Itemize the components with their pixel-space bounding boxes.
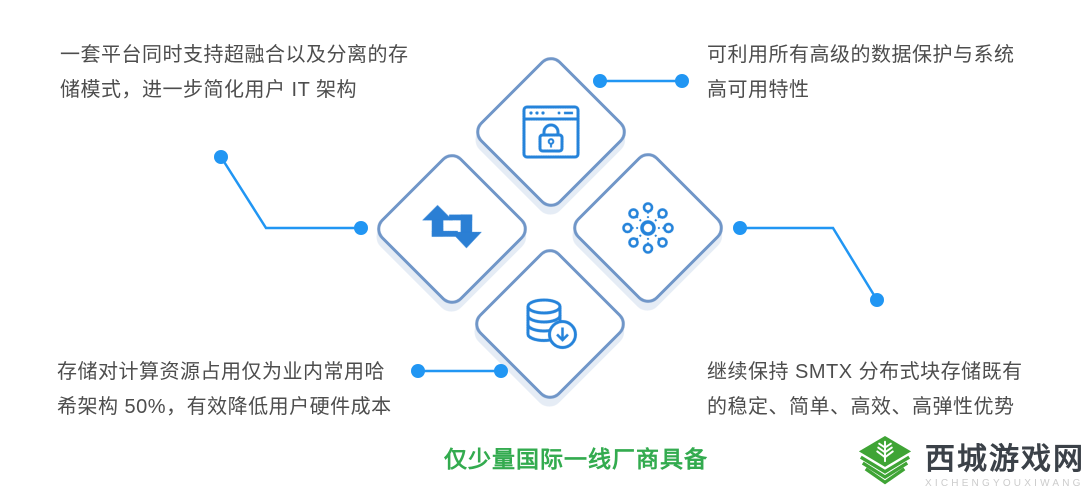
repeat-arrows-icon	[420, 204, 484, 254]
callout-line: 高可用特性	[707, 79, 810, 101]
diamond-node-unified-platform	[371, 148, 533, 310]
diamond-node-data-protection	[470, 51, 632, 213]
secure-browser-lock-icon	[522, 105, 580, 159]
callout-line: 希架构 50%，有效降低用户硬件成本	[57, 396, 392, 418]
callout-line: 存储对计算资源占用仅为业内常用哈	[57, 361, 385, 383]
callout-top-left: 一套平台同时支持超融合以及分离的存 储模式，进一步简化用户 IT 架构	[60, 38, 409, 108]
footer-title: 仅少量国际一线厂商具备	[444, 446, 708, 472]
wheat-diamond-logo	[853, 435, 917, 498]
callout-top-right: 可利用所有高级的数据保护与系统 高可用特性	[707, 38, 1015, 108]
watermark-site-pinyin: XICHENGYOUXIWANG	[925, 477, 1084, 489]
site-watermark: 西城游戏网 XICHENGYOUXIWANG	[853, 435, 1085, 498]
callout-bottom-left: 存储对计算资源占用仅为业内常用哈 希架构 50%，有效降低用户硬件成本	[57, 355, 392, 425]
callout-bottom-right: 继续保持 SMTX 分布式块存储既有 的稳定、简单、高效、高弹性优势	[707, 355, 1023, 425]
callout-line: 的稳定、简单、高效、高弹性优势	[707, 396, 1015, 418]
callout-line: 一套平台同时支持超融合以及分离的存	[60, 44, 409, 66]
callout-line: 储模式，进一步简化用户 IT 架构	[60, 79, 358, 101]
diamond-node-storage-efficiency	[469, 243, 631, 405]
distributed-network-icon	[621, 201, 675, 255]
database-download-icon	[521, 297, 579, 351]
diamond-node-distributed-storage	[567, 147, 729, 309]
watermark-site-name: 西城游戏网	[925, 442, 1085, 476]
callout-line: 可利用所有高级的数据保护与系统	[707, 44, 1015, 66]
callout-line: 继续保持 SMTX 分布式块存储既有	[707, 361, 1023, 383]
